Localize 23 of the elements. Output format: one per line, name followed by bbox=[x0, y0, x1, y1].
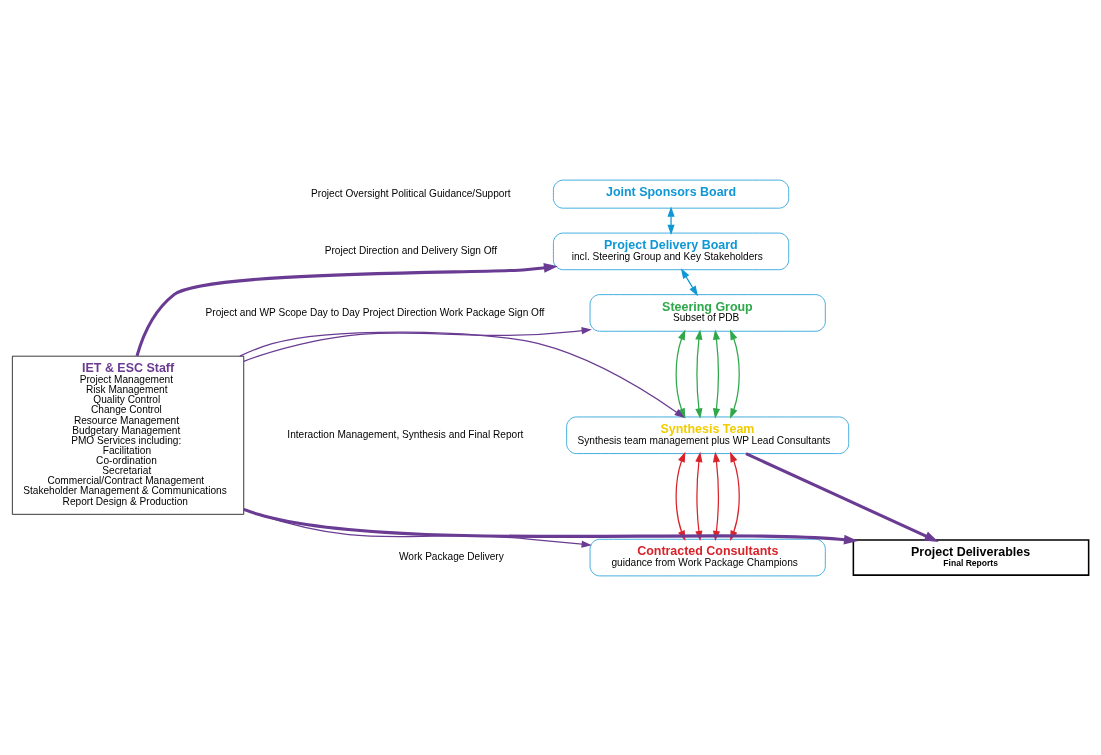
arrow bbox=[680, 267, 698, 296]
arrow bbox=[695, 328, 703, 419]
node-box: Project Deliverables Final Reports bbox=[852, 538, 1090, 576]
arrow bbox=[745, 451, 939, 542]
arrow bbox=[135, 262, 558, 356]
node-box: Synthesis Team Synthesis team management plus WP Lead Consultants bbox=[566, 416, 850, 454]
node-box: Joint Sponsors Board bbox=[553, 179, 790, 209]
label: Project and WP Scope Day to Day Project Direction Work Package Sign Off bbox=[205, 306, 545, 318]
arrow bbox=[675, 329, 686, 419]
label: Project Direction and Delivery Sign Off bbox=[324, 244, 498, 256]
label: Interaction Management, Synthesis and Final Report bbox=[287, 428, 524, 440]
node-box: Contracted Consultants guidance from Work Package Champions bbox=[589, 538, 826, 576]
arrow bbox=[243, 326, 592, 362]
arrow bbox=[239, 330, 685, 418]
arrow bbox=[730, 329, 740, 419]
node-box: Project Delivery Board incl. Steering Group and Key Stakeholders bbox=[553, 232, 790, 270]
label: Project Oversight Political Guidance/Support bbox=[311, 187, 511, 199]
label: Work Package Delivery bbox=[398, 550, 504, 562]
arrow bbox=[712, 328, 721, 419]
node-box: IET & ESC Staff Project Management Risk Management Quality Control Change Control Resource Management Budgetary Management PMO Services including: Facilitation Co-ordination Secretariat Commercial/Contract Management Stakeholder Management & Communications Report Design & Production bbox=[11, 355, 245, 515]
arrow bbox=[667, 206, 675, 235]
node-box: Steering Group Subset of PDB bbox=[589, 293, 826, 332]
arrow bbox=[243, 507, 859, 545]
